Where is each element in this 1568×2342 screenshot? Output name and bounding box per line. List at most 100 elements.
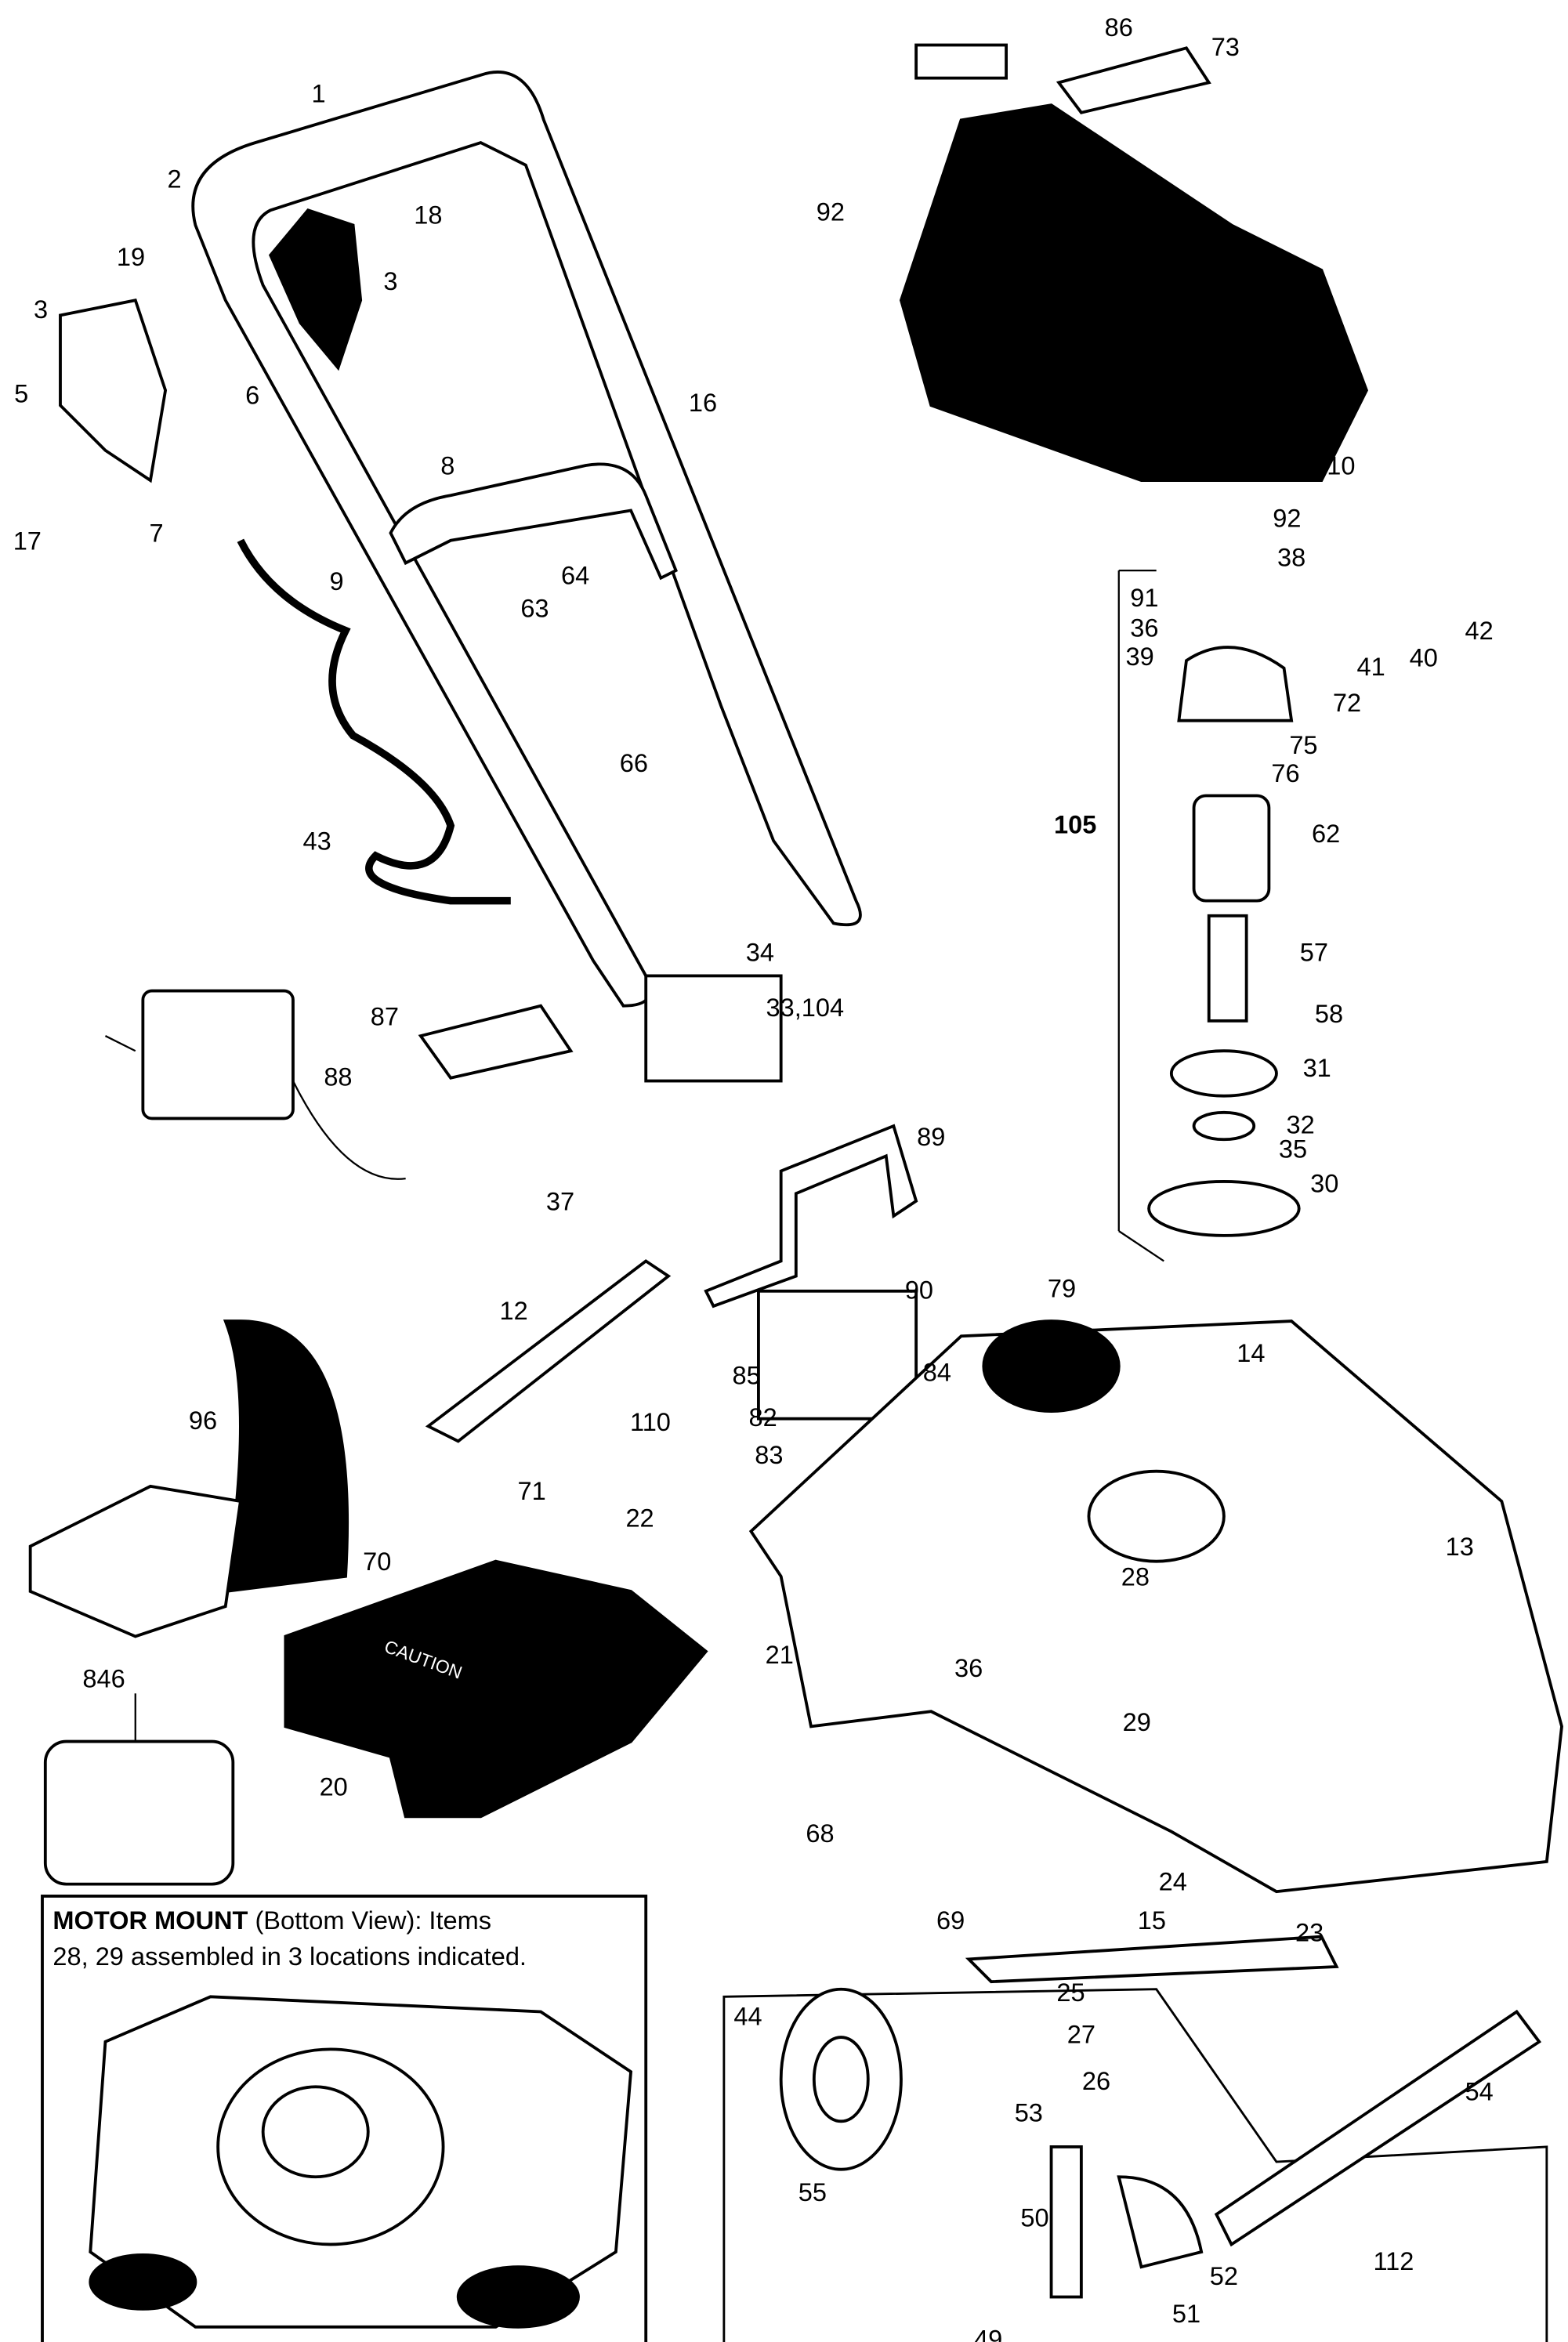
callout-29: 29 — [1123, 1708, 1151, 1736]
hardware-bag-inset — [43, 1739, 235, 1886]
callout-23: 23 — [1295, 1918, 1324, 1946]
callout-16: 16 — [689, 389, 717, 417]
callout-86: 86 — [1105, 13, 1133, 42]
callout-25: 25 — [1056, 1978, 1085, 2007]
callout-76: 76 — [1271, 759, 1299, 787]
callout-58: 58 — [1315, 1000, 1343, 1028]
callout-31: 31 — [1303, 1054, 1331, 1082]
label-73 — [1056, 46, 1211, 114]
callout-3: 3 — [383, 267, 397, 295]
callout-13: 13 — [1446, 1533, 1474, 1561]
power-cord — [237, 538, 511, 905]
callout-84: 84 — [923, 1359, 951, 1387]
callout-68: 68 — [806, 1819, 834, 1848]
callout-89: 89 — [917, 1123, 945, 1151]
callout-69: 69 — [936, 1906, 965, 1935]
callout-22: 22 — [625, 1504, 654, 1533]
callout-40: 40 — [1410, 644, 1438, 672]
callout-8: 8 — [440, 451, 454, 480]
callout-34: 34 — [746, 938, 774, 966]
callout-32: 32 — [1286, 1111, 1314, 1139]
circuit-board — [644, 974, 783, 1083]
callout-91: 91 — [1130, 584, 1158, 612]
callout-85: 85 — [732, 1362, 760, 1390]
callout-36: 36 — [1130, 614, 1158, 642]
callout-105: 105 — [1054, 810, 1096, 838]
callout-36: 36 — [954, 1654, 983, 1682]
callout-38: 38 — [1277, 543, 1305, 571]
svg-text:MOTOR MOUNT (Bottom View): Ite: MOTOR MOUNT (Bottom View): Items — [53, 1906, 491, 1935]
callout-92: 92 — [1273, 505, 1301, 533]
battery — [757, 1289, 918, 1421]
callout-72: 72 — [1333, 689, 1361, 717]
callout-15: 15 — [1138, 1906, 1166, 1935]
battery-charger — [141, 989, 295, 1120]
callout-83: 83 — [755, 1441, 783, 1469]
callout-66: 66 — [620, 749, 648, 777]
motor-mount-title: MOTOR MOUNT — [53, 1906, 248, 1935]
grass-bag-cover — [899, 103, 1369, 483]
callout-9: 9 — [329, 567, 343, 595]
motor-mount-text2: 28, 29 assembled in 3 locations indicate… — [53, 1942, 527, 1971]
callout-28: 28 — [1121, 1562, 1150, 1591]
callout-18: 18 — [414, 201, 442, 229]
callout-42: 42 — [1465, 617, 1494, 645]
callout-44: 44 — [733, 2003, 762, 2031]
callout-71: 71 — [517, 1477, 545, 1505]
callout-17: 17 — [13, 527, 42, 555]
callout-39: 39 — [1125, 643, 1153, 671]
callout-10: 10 — [1327, 451, 1355, 480]
handle-assembly — [191, 71, 862, 1008]
callout-90: 90 — [905, 1276, 933, 1304]
callout-63: 63 — [520, 594, 549, 622]
callout-50: 50 — [1020, 2203, 1048, 2232]
callout-53: 53 — [1015, 2098, 1043, 2127]
callout-2: 2 — [168, 165, 182, 194]
callout-70: 70 — [363, 1547, 391, 1576]
callout-20: 20 — [320, 1773, 348, 1801]
callout-79: 79 — [1048, 1274, 1076, 1302]
callout-19: 19 — [117, 243, 145, 271]
switch-housing — [59, 298, 168, 483]
callout-88: 88 — [324, 1062, 352, 1091]
callout-35: 35 — [1279, 1135, 1307, 1163]
callout-64: 64 — [561, 561, 589, 589]
mower-deck — [748, 1319, 1563, 1894]
callout-87: 87 — [371, 1003, 399, 1031]
callout-41: 41 — [1357, 653, 1385, 681]
callout-1: 1 — [311, 79, 325, 107]
callout-51: 51 — [1172, 2300, 1200, 2328]
callout-21: 21 — [766, 1641, 794, 1669]
callout-26: 26 — [1082, 2067, 1110, 2095]
callout-24: 24 — [1159, 1867, 1187, 1895]
callout-96: 96 — [189, 1406, 217, 1435]
callout-54: 54 — [1465, 2078, 1494, 2106]
callout-57: 57 — [1300, 938, 1328, 966]
callout-7: 7 — [150, 519, 164, 548]
callout-112: 112 — [1373, 2247, 1414, 2275]
callout-92: 92 — [817, 198, 845, 226]
callout-846: 846 — [82, 1665, 125, 1693]
callout-14: 14 — [1237, 1339, 1265, 1367]
callout-75: 75 — [1289, 731, 1317, 759]
callout-12: 12 — [499, 1297, 527, 1325]
rear-shield — [284, 1559, 708, 1819]
callout-110: 110 — [630, 1408, 671, 1436]
callout-27: 27 — [1067, 2021, 1095, 2049]
callout-6: 6 — [245, 381, 259, 409]
callout-49: 49 — [974, 2326, 1002, 2342]
callout-62: 62 — [1312, 820, 1340, 848]
wheel-assembly-inset — [722, 1988, 1548, 2342]
handle-cap — [914, 43, 1008, 80]
callout-33-104: 33,104 — [766, 994, 845, 1022]
callout-37: 37 — [546, 1187, 574, 1215]
deflector — [223, 1319, 349, 1594]
callout-55: 55 — [798, 2178, 827, 2206]
callout-5: 5 — [14, 379, 28, 407]
callout-30: 30 — [1310, 1169, 1338, 1197]
callout-3: 3 — [34, 295, 48, 324]
motor-mount-text1: (Bottom View): Items — [248, 1906, 491, 1935]
callout-43: 43 — [302, 827, 331, 855]
